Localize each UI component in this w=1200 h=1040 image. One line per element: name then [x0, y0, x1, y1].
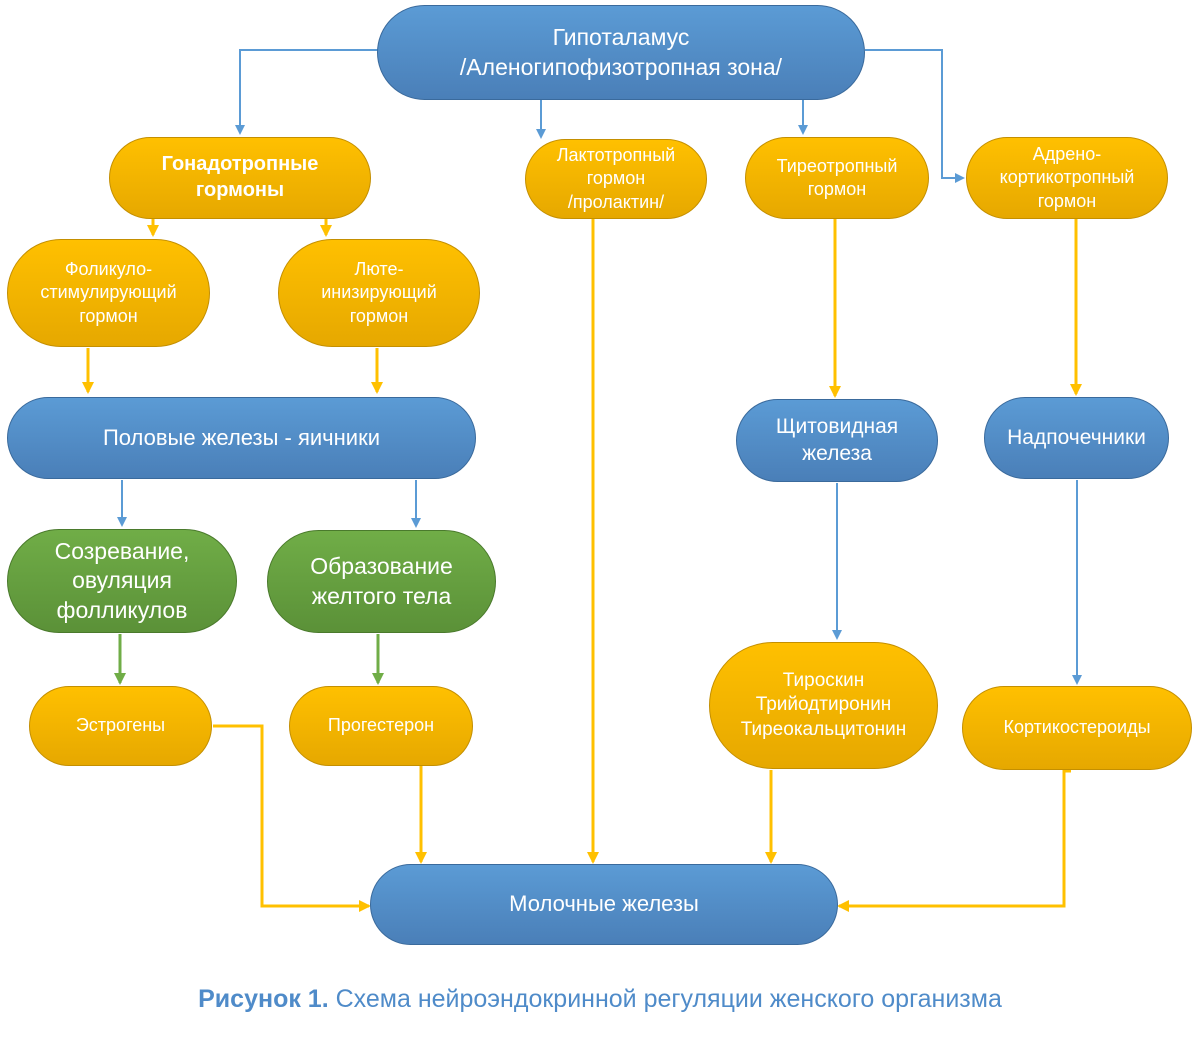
figure-caption: Рисунок 1. Схема нейроэндокринной регуля… — [0, 985, 1200, 1014]
node-thyroid: Щитовидная железа — [736, 399, 938, 482]
node-corpus-luteum-formation: Образование желтого тела — [267, 530, 496, 633]
node-lh: Люте- инизирующий гормон — [278, 239, 480, 347]
node-adrenals: Надпочечники — [984, 397, 1169, 479]
node-thyrotropic-hormone: Тиреотропный гормон — [745, 137, 929, 219]
node-thyroid-hormones: Тироскин Трийодтиронин Тиреокальцитонин — [709, 642, 938, 769]
figure-caption-label: Рисунок 1. — [198, 985, 329, 1013]
node-mammary-glands: Молочные железы — [370, 864, 838, 945]
node-ovaries: Половые железы - яичники — [7, 397, 476, 479]
arrow-estrogens-to-mammary — [213, 724, 371, 912]
node-follicle-maturation: Созревание, овуляция фолликулов — [7, 529, 237, 633]
arrow-hypothalamus-to-acth — [865, 49, 965, 183]
node-corticosteroids: Кортикостероиды — [962, 686, 1192, 770]
arrow-hypothalamus-to-gonadotropic — [235, 49, 378, 135]
node-acth: Адрено- кортикотропный гормон — [966, 137, 1168, 219]
node-progesterone: Прогестерон — [289, 686, 473, 766]
node-fsh: Фоликуло- стимулирующий гормон — [7, 239, 210, 347]
node-lactotropic-hormone: Лактотропный гормон /пролактин/ — [525, 139, 707, 219]
arrow-corticosteroids-to-mammary — [837, 769, 1071, 912]
node-hypothalamus: Гипоталамус /Аленогипофизотропная зона/ — [377, 5, 865, 100]
node-gonadotropic-hormones: Гонадотропные гормоны — [109, 137, 371, 219]
figure-caption-text: Схема нейроэндокринной регуляции женског… — [328, 985, 1002, 1013]
node-estrogens: Эстрогены — [29, 686, 212, 766]
